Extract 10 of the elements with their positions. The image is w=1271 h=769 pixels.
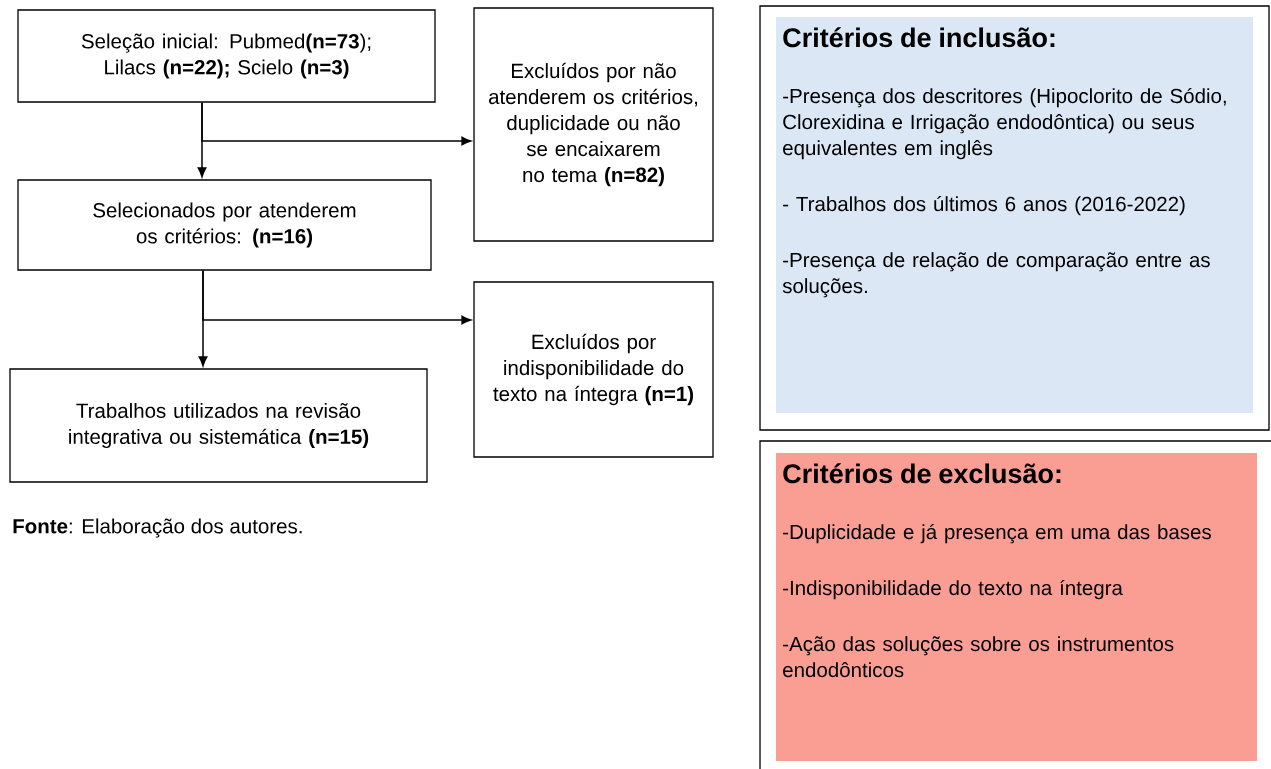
process-box: Excluídos por indisponibilidade do texto na íntegra (n=1) (473, 281, 714, 458)
process-box: Selecionados por atenderem os critérios: (n=16) (17, 179, 432, 271)
source-note: Fonte: Elaboração dos autores. (13, 518, 302, 538)
arrow (202, 269, 472, 325)
process-box: Excluídos por não atenderem os critérios, duplicidade ou não se encaixarem no tema (n=82) (473, 7, 714, 242)
process-box: Trabalhos utilizados na revisão integrativa ou sistemática (n=15) (9, 368, 428, 483)
criteria-panel: Critérios de exclusão: -Duplicidade e já presença em uma das bases -Indisponibilidade do texto na íntegra -Ação das soluções sobre os instrumentos endodônticos (759, 440, 1271, 769)
arrow (201, 101, 472, 146)
process-box: Seleção inicial: Pubmed(n=73); Lilacs (n=22); Scielo (n=3) (17, 9, 436, 103)
criteria-panel: Critérios de inclusão: -Presença dos descritores (Hipoclorito de Sódio, Clorexidina e Irrigação endodôntica) ou seus equivalentes em inglês - Trabalhos dos últimos 6 anos (2016-2022) -Presença de relação de comparação entre as soluções. (759, 5, 1270, 431)
